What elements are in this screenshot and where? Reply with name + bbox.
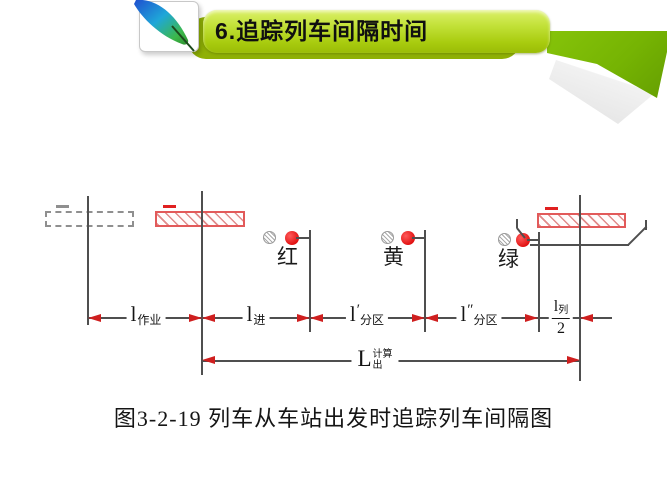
arrow-icon [202, 314, 215, 322]
dimension-label-half-train: l列 2 [548, 298, 574, 337]
arrow-icon [310, 314, 323, 322]
feather-quill-icon [134, 0, 195, 52]
signal-lamp-yellow-icon [401, 231, 415, 245]
arrow-icon [202, 356, 215, 364]
title-bar: 6.追踪列车间隔时间 [203, 10, 550, 53]
signal-base-icon [381, 231, 394, 244]
switch-tick [516, 219, 518, 228]
arrow-icon [88, 314, 101, 322]
train-hatched-second [537, 213, 626, 228]
train-cab-mark [545, 207, 558, 210]
signal-label-red: 红 [277, 245, 298, 269]
arrow-icon [525, 314, 538, 322]
extension-line [87, 196, 89, 325]
dimension-label-block-2: l″分区 [456, 303, 502, 326]
signal-base-icon [498, 233, 511, 246]
signal-label-green: 绿 [498, 247, 519, 271]
signal-mast [296, 237, 310, 239]
train-cab-mark [56, 205, 69, 208]
signal-lamp-green-icon [516, 233, 530, 247]
extension-line [424, 230, 426, 332]
signal-base-icon [263, 231, 276, 244]
train-hatched-first [155, 211, 245, 227]
signal-mast [412, 237, 425, 239]
signal-lamp-red-icon [285, 231, 299, 245]
dimension-label-entry: l进 [242, 303, 270, 326]
arrow-icon [412, 314, 425, 322]
signal-label-yellow: 黄 [383, 245, 404, 269]
extension-line [579, 195, 581, 381]
arrow-icon [567, 356, 580, 364]
train-outline-dashed [45, 211, 134, 227]
turnout-tick [645, 220, 647, 230]
arrow-icon [189, 314, 202, 322]
arrow-icon [425, 314, 438, 322]
arrow-icon [580, 314, 593, 322]
paper-fold-decoration [538, 0, 667, 132]
turnout-line [627, 225, 647, 246]
dimension-label-block-1: l′分区 [345, 303, 389, 326]
signal-mast [527, 239, 539, 241]
arrow-icon [297, 314, 310, 322]
train-cab-mark [163, 205, 176, 208]
extension-line [538, 232, 540, 332]
page-title: 6.追踪列车间隔时间 [215, 18, 429, 44]
track-line [530, 244, 629, 246]
extension-line [309, 230, 311, 332]
dimension-label-operation: l作业 [126, 303, 166, 326]
extension-line [201, 191, 203, 375]
figure-caption: 图3-2-19 列车从车站出发时追踪列车间隔图 [113, 406, 554, 431]
